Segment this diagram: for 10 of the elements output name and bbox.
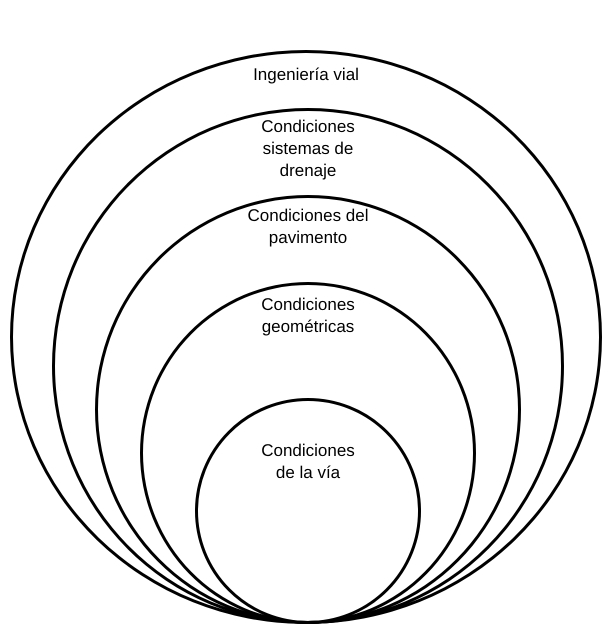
layer-label: Condiciones de la vía: [260, 440, 356, 484]
ellipse-layer: [195, 398, 421, 624]
ellipse-layer: [95, 195, 521, 624]
ellipse-layer: [140, 282, 476, 624]
layer-label: Condiciones del pavimento: [246, 205, 370, 249]
layer-label: Condiciones geométricas: [260, 294, 356, 338]
ellipse-layer: [52, 108, 564, 624]
layer-label: Ingeniería vial: [252, 64, 360, 86]
ellipse-layer: [10, 50, 602, 624]
layer-label: Condiciones sistemas de drenaje: [260, 116, 356, 182]
